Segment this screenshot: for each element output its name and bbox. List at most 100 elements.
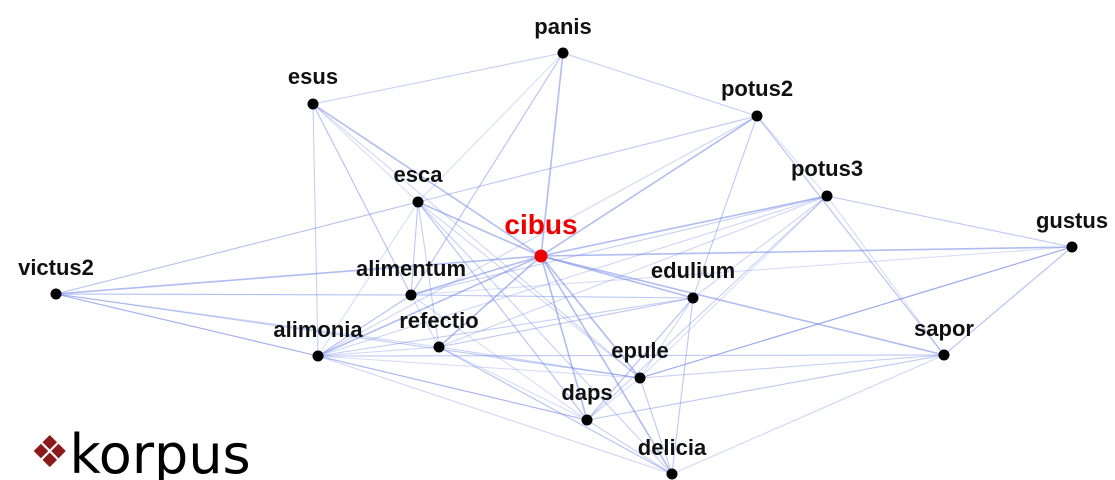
edge-edulium-potus2 [692,115,758,299]
edge-esus-esca [312,103,419,203]
edge-alimonia-refectio [317,346,440,357]
node-label-potus2: potus2 [721,76,793,101]
node-epule[interactable] [634,372,646,384]
edge-esus-alimonia [312,103,319,357]
edge-alimentum-alimonia [317,294,412,357]
edge-epule-sapor [639,354,945,379]
node-potus3[interactable] [821,190,833,202]
node-label-epule: epule [611,338,668,363]
edge-esca-alimentum [410,201,419,296]
edge-potus2-alimonia [317,115,758,357]
edge-sapor-daps [586,354,945,421]
edge-esca-epule [417,201,641,379]
edge-panis-alimentum [410,52,564,296]
edge-daps-epule [586,377,641,421]
edge-alimonia-potus3 [317,195,828,357]
edge-potus3-daps [586,195,828,421]
node-victus2[interactable] [50,288,62,300]
edge-cibus-potus2 [540,115,758,257]
edge-epule-delicia [639,377,673,475]
edge-cibus-victus2 [55,255,542,295]
edge-epule-potus3 [639,195,828,379]
node-label-esus: esus [288,64,338,89]
edge-alimentum-victus2 [55,293,412,296]
edge-epule-edulium [639,297,694,379]
edge-esus-alimentum [312,103,412,296]
edge-cibus-potus3 [540,195,828,257]
node-esus[interactable] [307,98,319,110]
node-cibus[interactable] [534,249,548,263]
edge-daps-edulium [586,297,694,421]
edge-alimonia-victus2 [55,293,319,357]
edge-esca-panis [417,52,564,203]
edge-panis-esus [312,52,564,105]
node-alimentum[interactable] [405,289,417,301]
edge-sapor-gustus [943,246,1073,356]
edge-delicia-edulium [671,297,694,475]
node-label-esca: esca [394,162,444,187]
edge-cibus-panis [540,52,564,257]
edge-alimonia-sapor [317,354,945,357]
edge-daps-delicia [586,419,673,475]
edge-alimonia-edulium [317,297,694,357]
node-edulium[interactable] [687,292,699,304]
edge-refectio-edulium [438,297,694,348]
edges-layer [55,52,1073,475]
edge-refectio-delicia [438,346,673,475]
edge-cibus-alimentum [410,255,542,296]
edge-sapor-delicia [671,354,945,475]
edge-refectio-epule [438,346,641,379]
edge-esca-alimonia [317,201,419,357]
edge-esca-refectio [417,201,440,348]
edge-cibus-gustus [540,246,1073,257]
korpus-heading: ❖korpus [30,428,251,480]
edge-refectio-daps [438,346,588,421]
korpus-title: korpus [69,423,251,480]
edge-alimentum-refectio [410,294,440,348]
node-label-daps: daps [561,380,612,405]
node-potus2[interactable] [751,110,763,122]
edge-alimonia-epule [317,355,641,379]
edge-cibus-sapor [540,255,945,356]
node-esca[interactable] [412,196,424,208]
node-label-gustus: gustus [1036,208,1108,233]
edge-alimonia-daps [317,355,588,421]
edge-esca-potus2 [417,115,758,203]
edge-refectio-potus3 [438,195,828,348]
diamond-bullet-icon: ❖ [30,427,70,478]
edge-victus2-refectio [55,293,440,348]
edge-gustus-alimentum [410,246,1073,296]
edge-gustus-epule [639,246,1073,379]
node-label-potus3: potus3 [791,156,863,181]
node-label-delicia: delicia [638,435,707,460]
node-label-alimonia: alimonia [273,317,363,342]
node-label-sapor: sapor [914,316,974,341]
node-label-cibus: cibus [504,209,577,240]
edge-cibus-esca [417,201,542,257]
edge-potus2-sapor [756,115,945,356]
edge-alimentum-potus3 [410,195,828,296]
edge-epule-gustus [639,246,1073,379]
edge-alimentum-edulium [410,294,694,299]
node-alimonia[interactable] [312,350,324,362]
node-daps[interactable] [581,414,593,426]
node-label-refectio: refectio [399,308,478,333]
edge-victus2-epule [55,293,641,379]
node-delicia[interactable] [666,468,678,480]
edge-cibus-delicia [540,255,673,475]
edge-potus2-potus3 [756,115,828,197]
node-panis[interactable] [557,47,569,59]
edge-potus3-gustus [826,195,1073,248]
node-refectio[interactable] [433,341,445,353]
edge-potus3-sapor [826,195,945,356]
node-sapor[interactable] [938,349,950,361]
edge-cibus-esus [312,103,542,257]
nodes-layer [50,47,1078,480]
edge-delicia-alimonia [317,355,673,475]
node-label-edulium: edulium [651,258,735,283]
node-gustus[interactable] [1066,241,1078,253]
node-label-victus2: victus2 [18,255,94,280]
